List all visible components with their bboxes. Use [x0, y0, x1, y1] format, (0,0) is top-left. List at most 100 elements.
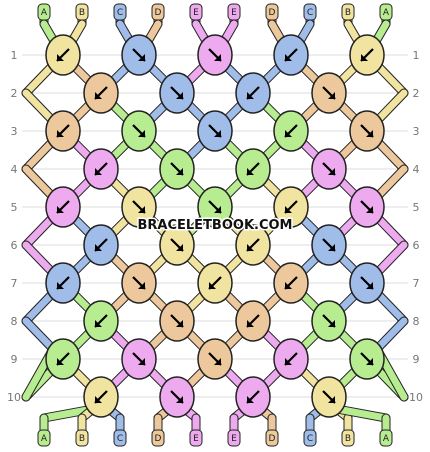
knot [83, 148, 119, 190]
top-strand-letter: B [79, 8, 85, 18]
watermark-text: BRACELETBOOK.COM [138, 218, 293, 233]
arrowhead-icon [328, 168, 335, 175]
arrowhead-icon [176, 92, 183, 99]
knot [311, 300, 347, 342]
thread [22, 137, 57, 173]
knot [349, 34, 385, 76]
row-label-right: 4 [413, 163, 420, 176]
arrowhead-icon [214, 130, 221, 137]
knot [83, 72, 119, 114]
knot [235, 148, 271, 190]
knot [273, 34, 309, 76]
thread [333, 405, 390, 422]
knot [197, 110, 233, 152]
thread [22, 165, 57, 201]
arrowhead-icon [95, 320, 102, 327]
top-strand-letter: D [269, 8, 276, 18]
row-label-left: 4 [11, 163, 18, 176]
arrowhead-icon [209, 282, 216, 289]
arrowhead-icon [366, 206, 373, 213]
arrowhead-icon [138, 130, 145, 137]
knot [197, 34, 233, 76]
row-label-right: 3 [413, 125, 420, 138]
row-label-right: 6 [413, 239, 420, 252]
knot [121, 262, 157, 304]
top-strand-letter-tab [75, 3, 89, 21]
top-strand-letter-tab [341, 3, 355, 21]
knot [159, 300, 195, 342]
arrowhead-icon [95, 168, 102, 175]
thread [22, 317, 57, 353]
arrowhead-icon [214, 54, 221, 61]
knot [121, 110, 157, 152]
arrowhead-icon [176, 320, 183, 327]
thread [373, 89, 408, 125]
bottom-strand-letter: A [383, 434, 390, 444]
knot [159, 224, 195, 266]
row-label-right: 10 [409, 391, 423, 404]
knot [311, 72, 347, 114]
row-label-right: 1 [413, 49, 420, 62]
knot [197, 186, 233, 228]
knot [349, 186, 385, 228]
thread [22, 213, 57, 249]
bottom-strand-letter: C [117, 434, 123, 444]
bottom-strand-letter: B [79, 434, 85, 444]
arrowhead-icon [361, 54, 368, 61]
bottom-strand-letter-tab [113, 429, 127, 447]
knot [235, 300, 271, 342]
arrowhead-icon [57, 282, 64, 289]
top-strand-letter-tab [113, 3, 127, 21]
knot [349, 110, 385, 152]
row-label-left: 8 [11, 315, 18, 328]
knot [83, 224, 119, 266]
top-strand-letter-tab [189, 3, 203, 21]
row-label-left: 5 [11, 201, 18, 214]
thread [22, 89, 57, 125]
thread [22, 241, 57, 277]
bottom-strand-letter: D [155, 434, 162, 444]
knot [45, 110, 81, 152]
arrowhead-icon [366, 130, 373, 137]
top-strand-letter: D [155, 8, 162, 18]
arrowhead-icon [285, 358, 292, 365]
knot [45, 262, 81, 304]
thread [373, 241, 408, 277]
bottom-strand-letter-tab [227, 429, 241, 447]
arrowhead-icon [285, 130, 292, 137]
row-label-left: 6 [11, 239, 18, 252]
knot [45, 338, 81, 380]
top-strand-letter-tab [303, 3, 317, 21]
top-strand-letter: C [307, 8, 313, 18]
knot [121, 34, 157, 76]
arrowhead-icon [138, 54, 145, 61]
top-strand-letter-tab [265, 3, 279, 21]
arrowhead-icon [247, 92, 254, 99]
top-strand-letter: E [193, 8, 199, 18]
thread [373, 289, 408, 325]
top-strand-letter: B [345, 8, 351, 18]
row-label-left: 1 [11, 49, 18, 62]
arrowhead-icon [328, 320, 335, 327]
knot [121, 338, 157, 380]
knot-grid [45, 34, 385, 418]
knot [273, 186, 309, 228]
top-strand-letter: E [231, 8, 237, 18]
row-label-right: 5 [413, 201, 420, 214]
top-strand-letter: C [117, 8, 123, 18]
knot [235, 72, 271, 114]
arrowhead-icon [176, 168, 183, 175]
bottom-strand-letter-tab [303, 429, 317, 447]
arrowhead-icon [138, 206, 145, 213]
top-strand-letter: A [383, 8, 390, 18]
knot [197, 262, 233, 304]
arrowhead-icon [57, 54, 64, 61]
top-strand-letter-tab [227, 3, 241, 21]
arrowhead-icon [328, 92, 335, 99]
knot [45, 186, 81, 228]
bottom-strand-letter-tab [75, 429, 89, 447]
knot [159, 72, 195, 114]
arrowhead-icon [138, 358, 145, 365]
